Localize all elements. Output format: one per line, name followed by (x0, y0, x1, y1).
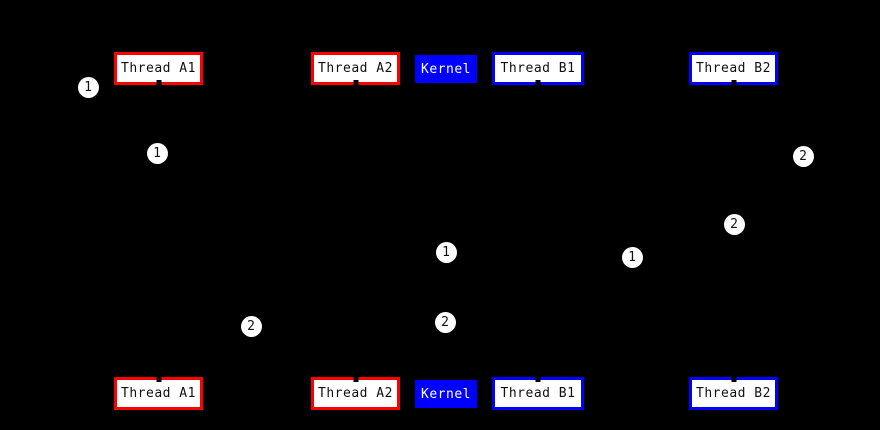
step-marker-1-0: 1 (77, 76, 99, 98)
step-marker-2-6: 2 (434, 311, 456, 333)
thread-a2-bottom-box: Thread A2 (311, 377, 400, 410)
step-marker-2-3: 2 (723, 213, 745, 235)
step-marker-2-2: 2 (792, 145, 814, 167)
thread-box-label: Thread B2 (696, 61, 771, 76)
step-marker-label: 1 (442, 244, 450, 260)
step-marker-1-5: 1 (621, 246, 643, 268)
step-marker-label: 2 (799, 148, 807, 164)
step-marker-1-1: 1 (146, 142, 168, 164)
thread-box-label: Kernel (421, 386, 471, 402)
step-marker-2-7: 2 (240, 315, 262, 337)
lifeline-notch (156, 80, 161, 85)
step-marker-label: 2 (730, 216, 738, 232)
step-marker-label: 1 (628, 249, 636, 265)
lifeline-notch (535, 377, 541, 382)
kernel-top-box: Kernel (415, 55, 477, 83)
thread-box-label: Thread A1 (121, 386, 196, 401)
lifeline-notch (353, 80, 358, 85)
thread-box-label: Thread B1 (500, 61, 576, 76)
thread-box-label: Thread B1 (500, 386, 576, 401)
lifeline-notch (731, 80, 736, 85)
lifeline-notch (535, 80, 541, 85)
thread-a1-bottom-box: Thread A1 (114, 377, 203, 410)
thread-box-label: Thread A1 (121, 61, 196, 76)
thread-b2-top-box: Thread B2 (689, 52, 778, 85)
lifeline-notch (731, 377, 736, 382)
thread-box-label: Kernel (421, 61, 471, 77)
thread-a2-top-box: Thread A2 (311, 52, 400, 85)
step-marker-label: 1 (153, 145, 161, 161)
thread-b1-bottom-box: Thread B1 (492, 377, 584, 410)
step-marker-label: 2 (441, 314, 449, 330)
step-marker-label: 1 (84, 79, 92, 95)
thread-box-label: Thread A2 (318, 61, 393, 76)
step-marker-label: 2 (247, 318, 255, 334)
kernel-bottom-box: Kernel (415, 380, 477, 408)
thread-box-label: Thread B2 (696, 386, 771, 401)
lifeline-notch (353, 377, 358, 382)
thread-b2-bottom-box: Thread B2 (689, 377, 778, 410)
thread-box-label: Thread A2 (318, 386, 393, 401)
step-marker-1-4: 1 (435, 241, 457, 263)
thread-b1-top-box: Thread B1 (492, 52, 584, 85)
lifeline-notch (156, 377, 161, 382)
thread-a1-top-box: Thread A1 (114, 52, 203, 85)
